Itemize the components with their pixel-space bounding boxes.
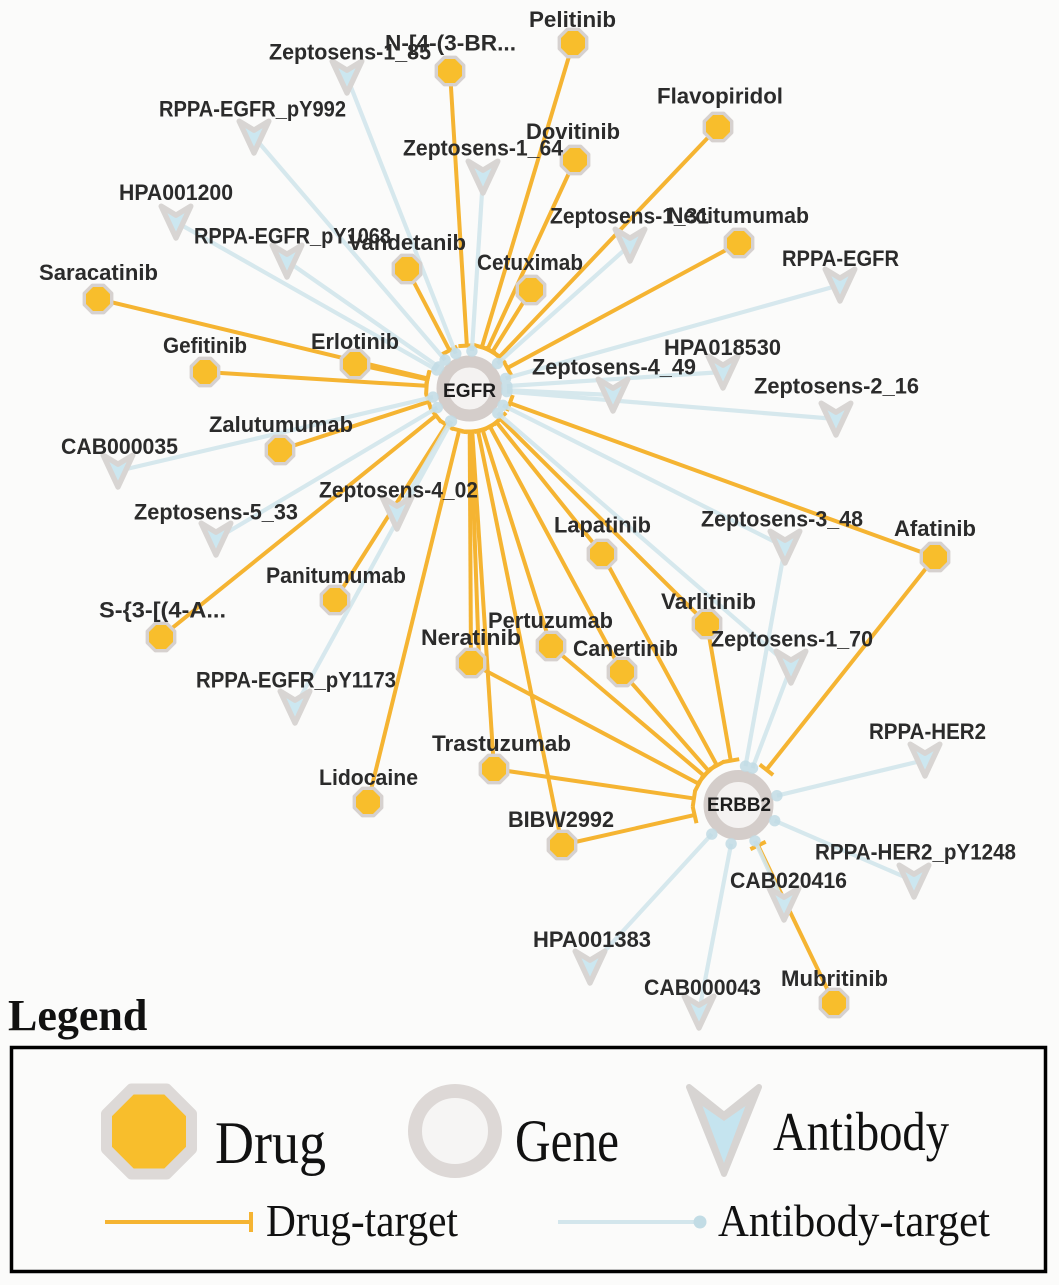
svg-text:Necitumumab: Necitumumab — [668, 203, 809, 228]
svg-text:BIBW2992: BIBW2992 — [508, 807, 614, 832]
svg-text:EGFR: EGFR — [443, 380, 496, 402]
svg-text:Afatinib: Afatinib — [894, 516, 976, 541]
svg-text:RPPA-HER2: RPPA-HER2 — [869, 719, 986, 744]
svg-text:Pertuzumab: Pertuzumab — [488, 608, 613, 633]
svg-text:Zeptosens-1_64: Zeptosens-1_64 — [403, 135, 564, 160]
svg-text:CAB020416: CAB020416 — [730, 868, 847, 893]
svg-text:HPA001200: HPA001200 — [119, 180, 233, 205]
svg-text:Vandetanib: Vandetanib — [348, 230, 466, 255]
svg-text:Dovitinib: Dovitinib — [526, 119, 620, 144]
svg-text:Flavopiridol: Flavopiridol — [657, 83, 783, 108]
svg-text:Antibody: Antibody — [773, 1101, 949, 1162]
svg-text:Zeptosens-4_49: Zeptosens-4_49 — [532, 354, 696, 379]
svg-text:Zalutumumab: Zalutumumab — [209, 412, 353, 437]
svg-text:Pelitinib: Pelitinib — [529, 7, 616, 32]
svg-text:Gene: Gene — [515, 1108, 619, 1174]
svg-text:RPPA-EGFR_pY1173: RPPA-EGFR_pY1173 — [196, 667, 396, 692]
svg-text:S-{3-[(4-A...: S-{3-[(4-A... — [99, 597, 226, 622]
svg-text:RPPA-HER2_pY1248: RPPA-HER2_pY1248 — [815, 839, 1016, 864]
svg-text:Zeptosens-5_33: Zeptosens-5_33 — [134, 499, 298, 524]
svg-text:Erlotinib: Erlotinib — [311, 329, 399, 354]
svg-text:Trastuzumab: Trastuzumab — [432, 731, 571, 756]
svg-text:Legend: Legend — [8, 991, 147, 1040]
svg-text:HPA001383: HPA001383 — [533, 927, 651, 952]
svg-text:Zeptosens-4_02: Zeptosens-4_02 — [319, 477, 478, 502]
svg-text:Zeptosens-1_70: Zeptosens-1_70 — [711, 626, 873, 651]
svg-text:N-[4-(3-BR...: N-[4-(3-BR... — [385, 30, 516, 55]
svg-text:RPPA-EGFR_pY1068: RPPA-EGFR_pY1068 — [194, 223, 391, 248]
svg-text:Zeptosens-1_31: Zeptosens-1_31 — [550, 203, 709, 228]
svg-text:Mubritinib: Mubritinib — [781, 966, 888, 991]
svg-text:Varlitinib: Varlitinib — [661, 589, 756, 614]
svg-text:Zeptosens-2_16: Zeptosens-2_16 — [754, 373, 919, 398]
svg-text:Panitumumab: Panitumumab — [266, 563, 406, 588]
svg-text:Lidocaine: Lidocaine — [319, 765, 418, 790]
svg-text:Gefitinib: Gefitinib — [163, 333, 247, 358]
svg-text:Cetuximab: Cetuximab — [477, 250, 583, 275]
svg-text:CAB000043: CAB000043 — [644, 975, 761, 1000]
svg-text:Drug: Drug — [215, 1110, 326, 1176]
svg-text:Saracatinib: Saracatinib — [39, 260, 158, 285]
svg-text:Lapatinib: Lapatinib — [554, 512, 651, 537]
svg-text:CAB000035: CAB000035 — [61, 434, 178, 459]
svg-text:Zeptosens-1_85: Zeptosens-1_85 — [269, 39, 431, 64]
svg-text:ERBB2: ERBB2 — [707, 794, 771, 816]
svg-text:Canertinib: Canertinib — [573, 636, 678, 661]
svg-text:Neratinib: Neratinib — [421, 625, 521, 650]
svg-text:HPA018530: HPA018530 — [664, 335, 781, 360]
svg-text:Zeptosens-3_48: Zeptosens-3_48 — [701, 506, 863, 531]
svg-text:Drug-target: Drug-target — [266, 1196, 458, 1246]
svg-text:RPPA-EGFR_pY992: RPPA-EGFR_pY992 — [159, 96, 346, 121]
svg-text:Antibody-target: Antibody-target — [718, 1196, 990, 1246]
svg-text:RPPA-EGFR: RPPA-EGFR — [782, 246, 899, 271]
